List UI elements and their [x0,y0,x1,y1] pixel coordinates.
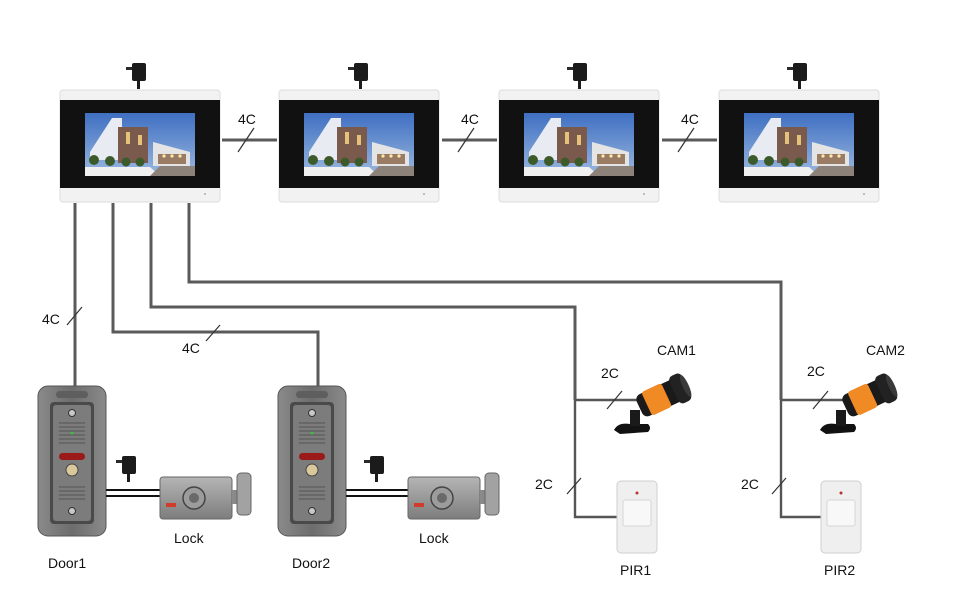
door-label: Door2 [292,555,330,571]
door-label: Door1 [48,555,86,571]
monitor-3 [498,63,660,203]
wire-cam1-pir1: 2C 2C [149,203,638,519]
monitor-1 [59,63,221,203]
camera-2: CAM2 [820,342,905,434]
cable-label: 2C [535,476,553,492]
cable-label: 2C [741,476,759,492]
monitor-link-1: 4C [222,111,277,153]
wire-cam2-pir2: 2C 2C [187,203,845,519]
monitor-link-2: 4C [442,111,497,153]
camera-label: CAM2 [866,342,905,358]
camera-1: CAM1 [614,342,696,434]
camera-label: CAM1 [657,342,696,358]
cable-label: 4C [681,111,699,127]
monitor-4 [718,63,880,203]
door-station-2: Door2 [277,385,347,571]
wire-door2: 4C [111,203,320,386]
lock-2: Lock [346,456,500,546]
pir-sensor-1: PIR1 [616,480,658,578]
monitor-link-3: 4C [662,111,717,153]
lock-label: Lock [174,530,205,546]
cable-label: 4C [182,340,200,356]
cable-label: 2C [601,365,619,381]
lock-label: Lock [419,530,450,546]
wire-door1: 4C [42,203,83,386]
cable-label: 4C [238,111,256,127]
cable-label: 4C [461,111,479,127]
pir-sensor-2: PIR2 [820,480,862,578]
monitor-2 [278,63,440,203]
pir-label: PIR1 [620,562,651,578]
pir-label: PIR2 [824,562,855,578]
cable-label: 2C [807,363,825,379]
cable-label: 4C [42,311,60,327]
lock-1: Lock [106,456,252,546]
door-station-1: Door1 [37,385,107,571]
